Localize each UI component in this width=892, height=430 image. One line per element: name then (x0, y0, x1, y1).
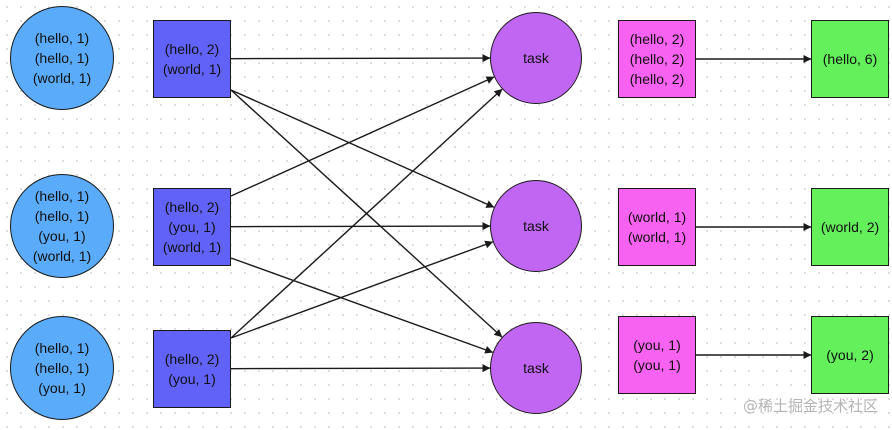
node-label-line: (world, 2) (820, 219, 880, 235)
map-node-m3: (hello, 2) (you, 1) (153, 330, 231, 408)
edge-m3-to-t2 (230, 240, 494, 339)
node-label-line: task (523, 360, 549, 376)
node-label-line: (hello, 1) (34, 188, 90, 204)
node-label-line: (hello, 1) (34, 360, 90, 376)
shuffle-node-s2: (world, 1) (world, 1) (618, 188, 696, 266)
node-label-line: (hello, 2) (164, 351, 220, 367)
node-label-line: (world, 1) (627, 229, 687, 245)
node-label-line: (hello, 2) (164, 41, 220, 57)
map-node-m1: (hello, 2) (world, 1) (153, 20, 231, 98)
edge-m1-to-t2 (230, 89, 495, 208)
node-label-line: (you, 1) (633, 357, 681, 373)
task-node-t1: task (490, 12, 582, 104)
shuffle-node-s3: (you, 1) (you, 1) (618, 316, 696, 394)
node-label-line: (hello, 1) (34, 30, 90, 46)
node-label-line: (world, 1) (162, 61, 222, 77)
shuffle-node-s1: (hello, 2) (hello, 2) (hello, 2) (618, 20, 696, 98)
result-node-r3: (you, 2) (811, 316, 889, 394)
edge-m3-to-t1 (230, 88, 503, 339)
edge-m1-to-t1 (230, 54, 491, 63)
node-label-line: (world, 1) (162, 239, 222, 255)
map-node-m2: (hello, 2) (you, 1) (world, 1) (153, 188, 231, 266)
node-label-line: task (523, 218, 549, 234)
edge-m2-to-t2 (230, 222, 491, 231)
node-label-line: (you, 1) (38, 380, 86, 396)
node-label-line: (world, 1) (32, 70, 92, 86)
input-node-in2: (hello, 1) (hello, 1) (you, 1) (world, 1) (10, 174, 114, 278)
watermark: @稀土掘金技术社区 (742, 397, 878, 415)
node-label-line: (you, 1) (168, 371, 216, 387)
node-label-line: (hello, 2) (164, 199, 220, 215)
node-label-line: (hello, 1) (34, 50, 90, 66)
node-label-line: (you, 1) (38, 228, 86, 244)
node-label-line: (hello, 2) (629, 51, 685, 67)
node-label-line: (hello, 1) (34, 208, 90, 224)
node-label-line: task (523, 50, 549, 66)
node-label-line: (you, 2) (826, 347, 874, 363)
node-label-line: (hello, 2) (629, 71, 685, 87)
node-label-line: (world, 1) (627, 209, 687, 225)
result-node-r2: (world, 2) (811, 188, 889, 266)
result-node-r1: (hello, 6) (811, 20, 889, 98)
edges (230, 54, 812, 373)
node-label-line: (hello, 1) (34, 340, 90, 356)
task-node-t2: task (490, 180, 582, 272)
node-label-line: (you, 1) (633, 337, 681, 353)
edge-m2-to-t3 (230, 257, 494, 354)
node-label-line: (world, 1) (32, 248, 92, 264)
node-label-line: (hello, 2) (629, 31, 685, 47)
edge-m3-to-t3 (230, 364, 491, 373)
input-node-in3: (hello, 1) (hello, 1) (you, 1) (10, 316, 114, 420)
input-node-in1: (hello, 1) (hello, 1) (world, 1) (10, 6, 114, 110)
edge-m2-to-t1 (230, 76, 495, 197)
node-label-line: (you, 1) (168, 219, 216, 235)
node-label-line: (hello, 6) (822, 51, 878, 67)
task-node-t3: task (490, 322, 582, 414)
